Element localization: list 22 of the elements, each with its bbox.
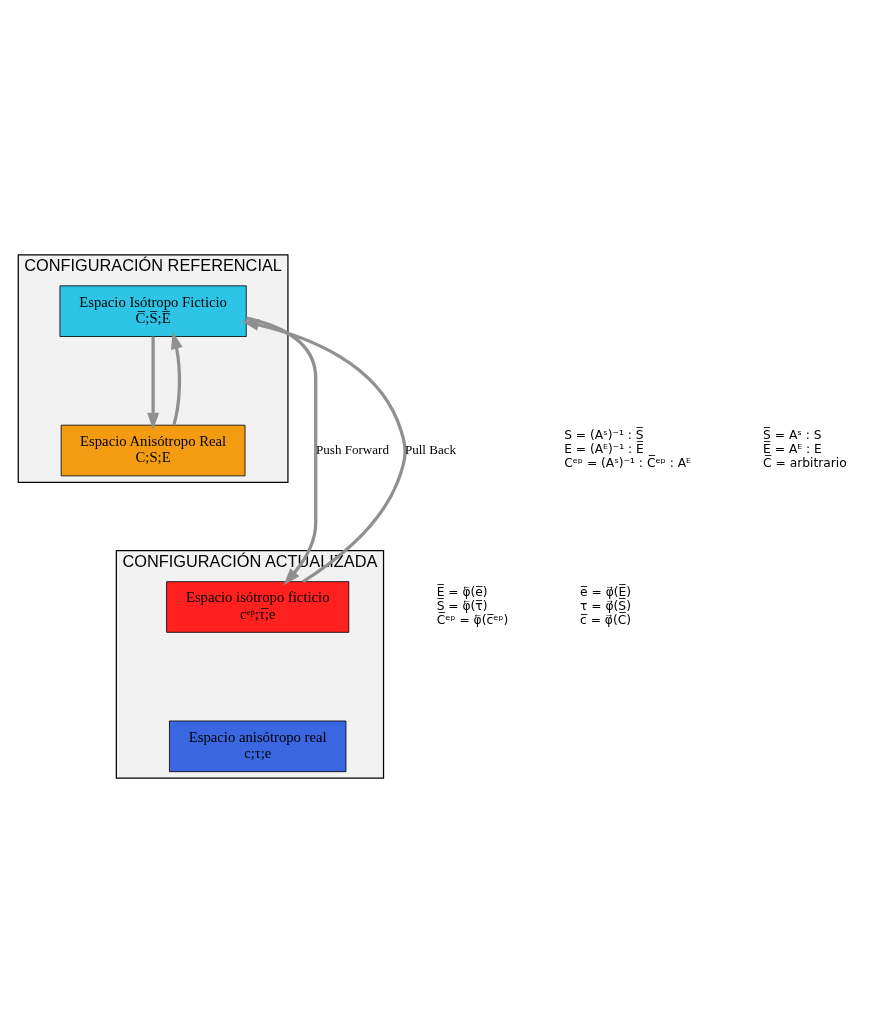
label: C̅ = arbitrario — [763, 455, 847, 470]
node-box: Espacio Anisótropo Real C;S;E — [60, 424, 246, 476]
node-box: Espacio isótropo ficticio cᵉᵖ;τ̅;e — [166, 580, 350, 633]
edge-label: Pull Back — [404, 441, 457, 457]
node-box: Espacio Isótropo Ficticio C̅;S̅;E̅ — [59, 284, 247, 337]
label: S̅ = Aˢ : S — [763, 427, 822, 442]
arrow — [241, 318, 407, 583]
label: τ = φ⃗(S̅) — [580, 598, 631, 613]
label: c̅ = φ⃗(C̅) — [580, 612, 632, 627]
label: C̅ᵉᵖ = φ⃖(c̅ᵉᵖ) — [436, 612, 509, 627]
label: E = (Aᴱ)⁻¹ : E̅ — [564, 441, 644, 456]
arrow — [147, 336, 160, 430]
arrow — [170, 331, 183, 425]
label: S̅ = φ⃖(τ̅) — [436, 598, 488, 613]
label: Cᵉᵖ = (Aˢ)⁻¹ : C̅ᵉᵖ : Aᴱ — [564, 455, 691, 470]
label: S = (Aˢ)⁻¹ : S̅ — [564, 427, 644, 442]
label: e̅ = φ⃗(E̅) — [580, 584, 632, 599]
edge-label: Push Forward — [316, 441, 389, 457]
label: E̅ = φ⃖(e̅) — [436, 584, 488, 599]
node-box: Espacio anisótropo real c;τ;e — [169, 720, 347, 772]
arrow — [245, 316, 318, 585]
label: E̅ = Aᴱ : E — [763, 441, 822, 456]
